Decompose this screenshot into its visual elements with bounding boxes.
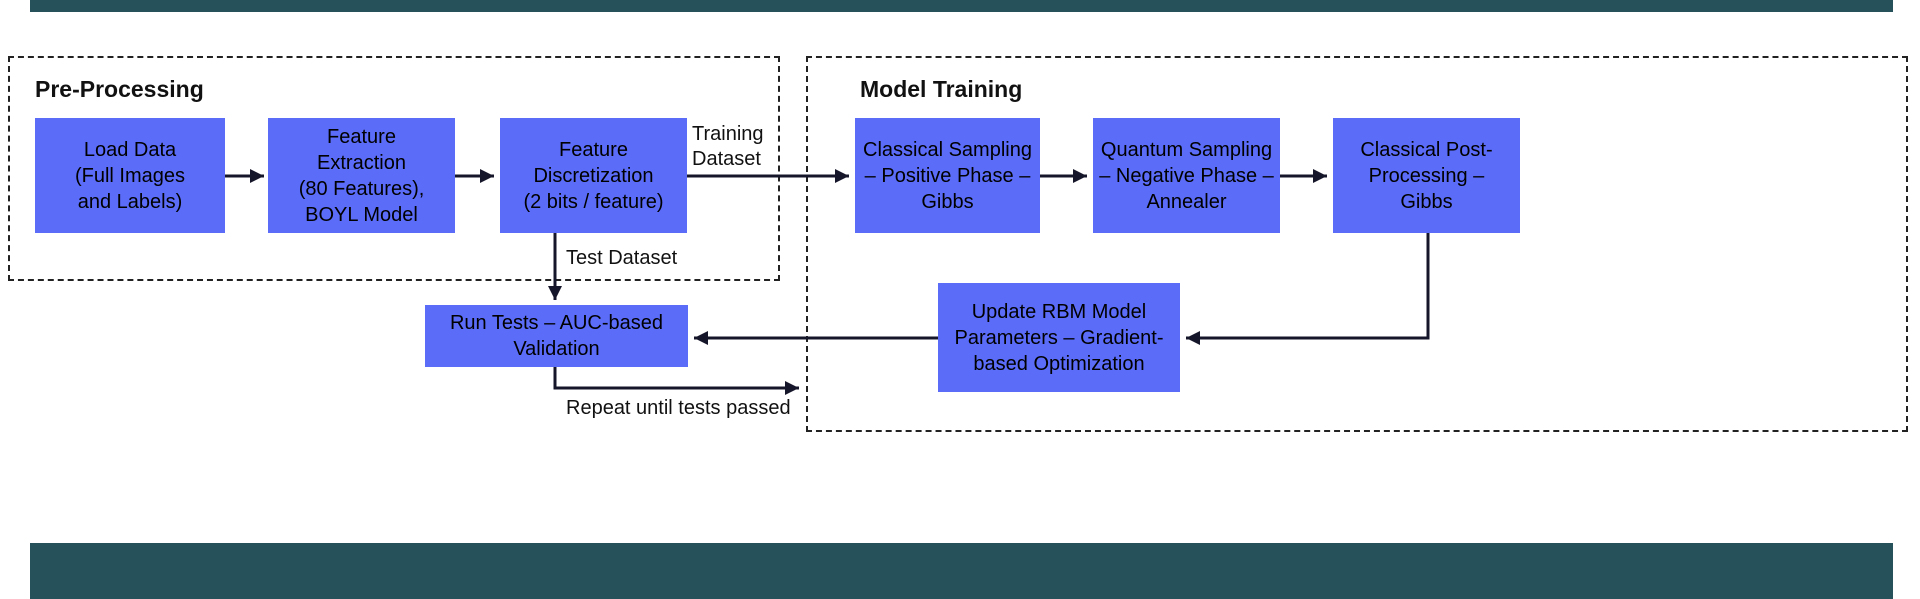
group-label-preprocessing: Pre-Processing [35, 76, 204, 102]
node-feature-discretization: Feature Discretization (2 bits / feature… [500, 118, 687, 233]
node-quantum-sampling: Quantum Sampling – Negative Phase – Anne… [1093, 118, 1280, 233]
edge-label-training-dataset: Training Dataset [692, 123, 764, 170]
node-load-data: Load Data (Full Images and Labels) [35, 118, 225, 233]
group-preprocessing [8, 56, 780, 281]
bottom-decoration-bar [30, 543, 1893, 599]
top-decoration-bar [30, 0, 1893, 12]
group-model-training [806, 56, 1908, 432]
node-classical-sampling: Classical Sampling – Positive Phase – Gi… [855, 118, 1040, 233]
node-run-tests: Run Tests – AUC-based Validation [425, 305, 688, 367]
group-label-model-training: Model Training [860, 76, 1023, 102]
edge-label-test-dataset: Test Dataset [566, 247, 678, 269]
node-update-rbm: Update RBM Model Parameters – Gradient- … [938, 283, 1180, 392]
arrow-repeat-loop [553, 367, 799, 395]
node-classical-post-processing: Classical Post- Processing – Gibbs [1333, 118, 1520, 233]
edge-label-repeat: Repeat until tests passed [566, 397, 791, 419]
node-feature-extraction: Feature Extraction (80 Features), BOYL M… [268, 118, 455, 233]
